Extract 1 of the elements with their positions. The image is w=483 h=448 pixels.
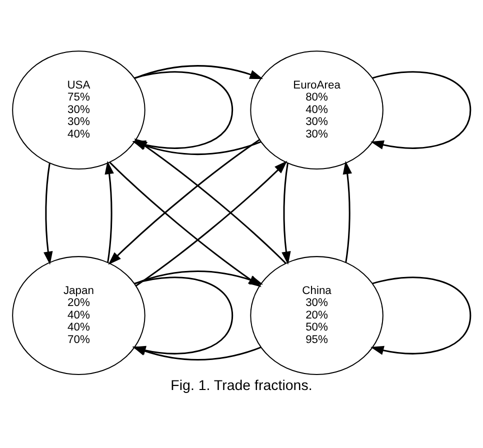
caption: Fig. 1. Trade fractions.: [170, 377, 312, 394]
